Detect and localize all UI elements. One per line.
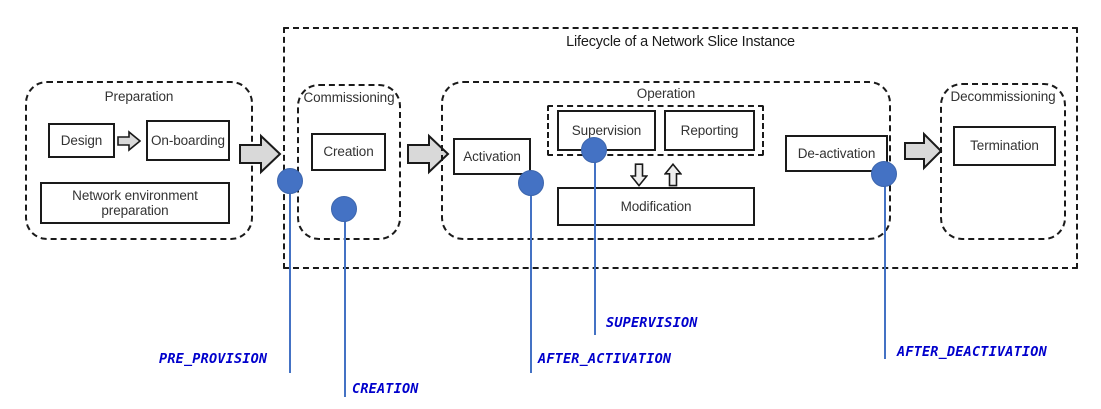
phase-title-operation: Operation bbox=[636, 86, 696, 101]
marker-label-pre-provision: PRE_PROVISION bbox=[159, 351, 268, 367]
arrow-up-from-modification bbox=[664, 163, 682, 187]
task-box-modification[interactable]: Modification bbox=[557, 187, 755, 226]
task-box-reporting[interactable]: Reporting bbox=[664, 110, 755, 151]
lifecycle-title: Lifecycle of a Network Slice Instance bbox=[566, 34, 795, 50]
task-box-termination[interactable]: Termination bbox=[953, 126, 1056, 166]
marker-label-after-activation: AFTER_ACTIVATION bbox=[538, 351, 672, 367]
marker-dot-after-deactivation[interactable] bbox=[871, 161, 897, 187]
arrow-commissioning-to-operation bbox=[406, 133, 450, 175]
marker-dot-pre-provision[interactable] bbox=[277, 168, 303, 194]
marker-dot-creation[interactable] bbox=[331, 196, 357, 222]
marker-label-supervision: SUPERVISION bbox=[606, 315, 698, 331]
marker-label-after-deactivation: AFTER_DEACTIVATION bbox=[897, 344, 1047, 360]
task-box-onboarding[interactable]: On-boarding bbox=[146, 120, 230, 161]
marker-dot-supervision[interactable] bbox=[581, 137, 607, 163]
phase-title-commissioning: Commissioning bbox=[303, 90, 395, 105]
task-box-supervision[interactable]: Supervision bbox=[557, 110, 656, 151]
task-box-deactivation[interactable]: De-activation bbox=[785, 135, 888, 172]
marker-dot-after-activation[interactable] bbox=[518, 170, 544, 196]
marker-line-after-activation bbox=[530, 183, 532, 373]
phase-group-operation bbox=[441, 81, 891, 240]
phase-group-commissioning bbox=[297, 84, 401, 240]
marker-line-after-deactivation bbox=[884, 174, 886, 359]
phase-title-preparation: Preparation bbox=[104, 89, 174, 104]
phase-title-decommissioning: Decommissioning bbox=[950, 89, 1056, 104]
subgroup-supervision-reporting bbox=[547, 105, 764, 156]
task-box-design[interactable]: Design bbox=[48, 123, 115, 158]
marker-label-creation: CREATION bbox=[352, 381, 419, 397]
lifecycle-container bbox=[283, 27, 1078, 269]
task-box-network-environment-preparation[interactable]: Network environment preparation bbox=[40, 182, 230, 224]
phase-group-decommissioning bbox=[940, 83, 1066, 240]
marker-line-supervision bbox=[594, 150, 596, 335]
arrow-design-to-onboarding bbox=[117, 130, 141, 152]
arrow-preparation-to-commissioning bbox=[238, 133, 282, 175]
arrow-down-to-modification bbox=[630, 163, 648, 187]
marker-line-pre-provision bbox=[289, 181, 291, 373]
marker-line-creation bbox=[344, 209, 346, 397]
task-box-creation[interactable]: Creation bbox=[311, 133, 386, 171]
arrow-operation-to-decommissioning bbox=[903, 131, 943, 171]
task-box-activation[interactable]: Activation bbox=[453, 138, 531, 175]
